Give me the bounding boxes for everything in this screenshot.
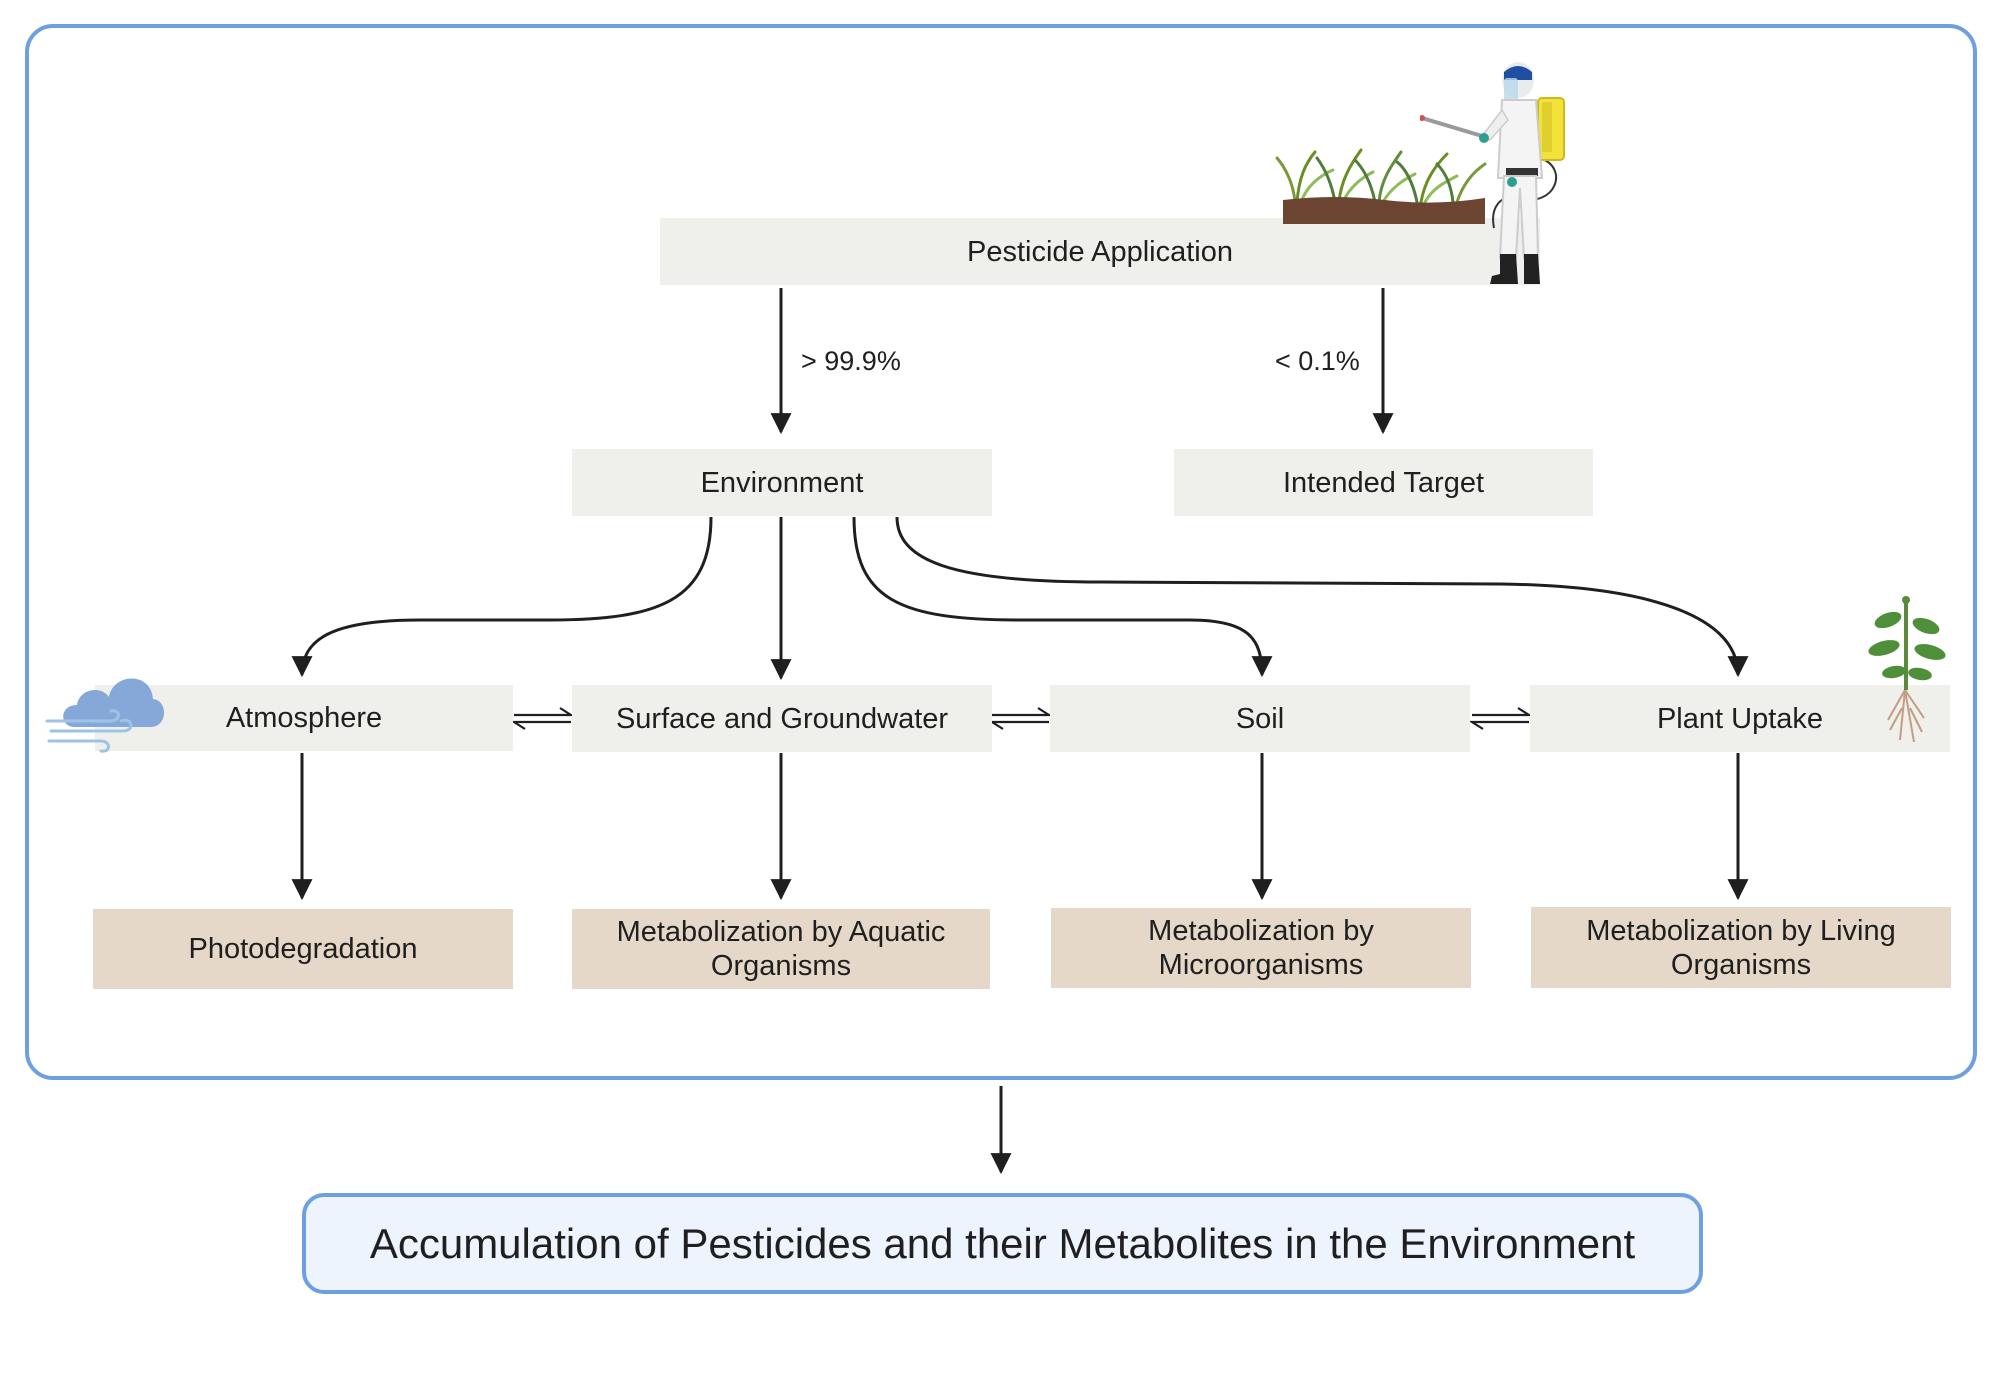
node-label: Metabolization by Microorganisms <box>1148 915 1374 981</box>
node-label: Soil <box>1235 702 1285 735</box>
edge-label-environment: > 99.9% <box>801 346 901 376</box>
node-label: Photodegradation <box>188 933 418 965</box>
node-intended-target: Intended Target <box>1174 449 1593 516</box>
node-label: Pesticide Application <box>967 235 1233 268</box>
node-label: Metabolization by Aquatic Organisms <box>616 916 946 982</box>
node-metab-micro: Metabolization by Microorganisms <box>1051 908 1471 988</box>
node-label: Atmosphere <box>225 702 383 734</box>
wind-cloud-icon <box>45 678 165 753</box>
arrow-to-plant <box>895 516 1749 678</box>
plants-soil-icon <box>1275 148 1487 224</box>
node-label: Plant Uptake <box>1656 702 1824 735</box>
equilibrium-atmosphere-water <box>510 707 575 730</box>
arrow-to-atmosphere <box>291 516 713 678</box>
node-environment: Environment <box>572 449 992 516</box>
node-label: Metabolization by Living Organisms <box>1586 914 1896 981</box>
equilibrium-soil-plant <box>1468 707 1533 730</box>
sprayer-worker-icon <box>1420 62 1565 284</box>
node-label: Environment <box>700 466 864 499</box>
node-accumulation: Accumulation of Pesticides and their Met… <box>302 1193 1703 1294</box>
equilibrium-water-soil <box>988 707 1053 730</box>
node-atmosphere: Atmosphere <box>95 685 513 751</box>
arrow-to-soil <box>852 516 1273 678</box>
edge-label-target: < 0.1% <box>1275 346 1360 376</box>
diagram-frame <box>25 24 1977 1080</box>
node-surface-groundwater: Surface and Groundwater <box>572 685 992 752</box>
node-label: Intended Target <box>1282 466 1485 499</box>
node-label: Surface and Groundwater <box>615 702 949 735</box>
node-soil: Soil <box>1050 685 1470 752</box>
node-plant-uptake: Plant Uptake <box>1530 685 1950 752</box>
node-photodegradation: Photodegradation <box>93 909 513 989</box>
node-metab-living: Metabolization by Living Organisms <box>1531 907 1951 988</box>
node-metab-aquatic: Metabolization by Aquatic Organisms <box>572 909 990 989</box>
plant-roots-icon <box>1868 596 1946 743</box>
node-pesticide-application: Pesticide Application <box>660 218 1540 285</box>
node-label: Accumulation of Pesticides and their Met… <box>369 1219 1636 1267</box>
